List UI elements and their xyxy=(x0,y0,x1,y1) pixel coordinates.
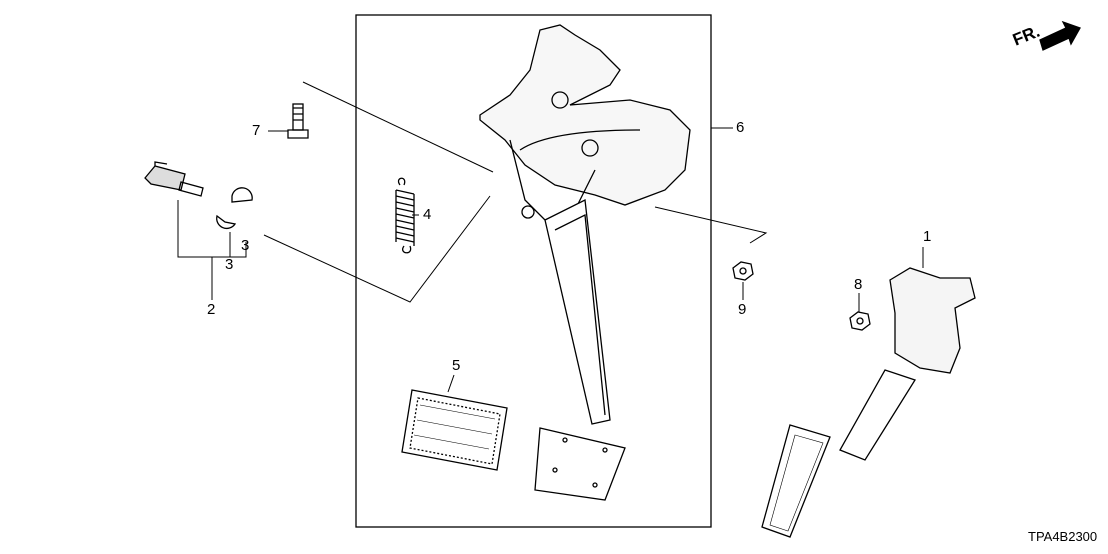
callout-4: 4 xyxy=(423,206,432,223)
callout-1: 1 xyxy=(923,228,932,245)
pedal-pad-part-5 xyxy=(401,389,508,471)
callout-7: 7 xyxy=(252,122,261,139)
nut-part-9 xyxy=(732,261,754,281)
callout-3-upper: 3 xyxy=(241,237,250,254)
brake-pedal-assembly-part-6 xyxy=(479,24,691,501)
bolt-part-7 xyxy=(287,103,309,139)
assembly-boundary-box xyxy=(355,14,712,528)
callout-6: 6 xyxy=(736,119,745,136)
clip-part-3 xyxy=(216,187,253,230)
accelerator-pedal-part-1 xyxy=(761,267,976,538)
callout-2: 2 xyxy=(207,301,216,318)
diagram-code: TPA4B2300 xyxy=(1028,529,1098,544)
spring-part-4 xyxy=(395,177,415,254)
front-direction-arrow-icon xyxy=(1039,20,1081,51)
leader-lines xyxy=(177,81,924,393)
callout-5: 5 xyxy=(452,357,461,374)
stop-switch-part-2 xyxy=(144,161,204,197)
callout-8: 8 xyxy=(854,276,863,293)
nut-part-8 xyxy=(849,311,871,331)
callout-9: 9 xyxy=(738,301,747,318)
callout-3-lower: 3 xyxy=(225,256,234,273)
